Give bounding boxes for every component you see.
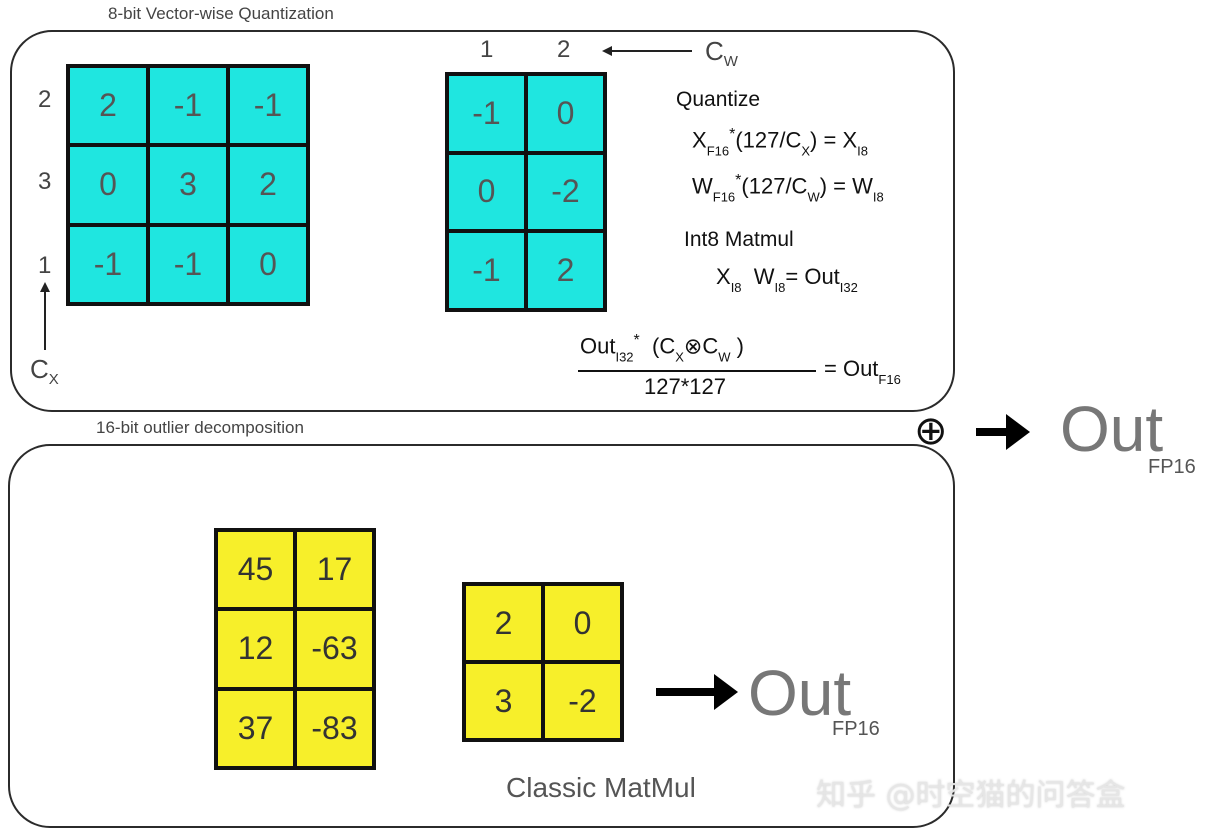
classic-matmul-caption: Classic MatMul [506,772,696,803]
quantize-w-equation: WF16*(127/CW) = WI8 [692,172,884,205]
bottom-right-arrow-icon [656,674,738,710]
final-out-label: Out [1060,393,1164,465]
cw-arrow-icon [602,46,692,56]
cw-value-1: 2 [557,36,571,63]
outlier-x-matrix: 45 17 12 -63 37 -83 [214,528,376,770]
outlier-x-cell: 17 [295,530,374,610]
x-matrix-cell: 0 [228,224,308,304]
outlier-x-cell: 12 [216,609,295,689]
x-matrix: 2 -1 -1 0 3 2 -1 -1 0 [66,64,310,306]
w-matrix-cell: 0 [526,74,605,153]
w-matrix-cell: -1 [447,231,526,310]
outlier-w-cell: 0 [543,584,622,662]
watermark-text: 知乎 @时空猫的问答盒 [816,778,1126,813]
outlier-w-cell: -2 [543,662,622,740]
bottom-panel [8,444,955,828]
cx-value-0: 2 [38,86,52,113]
top-panel [10,30,955,412]
int8-matmul-equation: XI8 WI8= OutI32 [716,264,858,295]
int8-heading: Int8 Matmul [684,228,794,251]
cw-label: CW [705,36,738,71]
bottom-out-subscript: FP16 [832,718,880,740]
outlier-x-cell: 45 [216,530,295,610]
x-matrix-cell: 3 [148,145,228,225]
dequant-denominator: 127*127 [644,374,726,399]
x-matrix-cell: 2 [68,66,148,146]
outlier-x-cell: -63 [295,609,374,689]
dequant-fraction-bar [578,370,816,372]
cx-value-1: 3 [38,168,52,195]
x-matrix-cell: -1 [228,66,308,146]
outlier-w-matrix: 2 0 3 -2 [462,582,624,742]
outlier-w-cell: 3 [464,662,543,740]
w-matrix-cell: -1 [447,74,526,153]
dequant-numerator: OutI32* (CX⊗CW ) [580,332,744,365]
w-matrix-cell: 0 [447,152,526,232]
x-matrix-cell: -1 [68,224,148,304]
quantize-x-equation: XF16*(127/CX) = XI8 [692,126,868,159]
outlier-x-cell: -83 [295,688,374,768]
cx-value-2: 1 [38,252,52,279]
outlier-x-cell: 37 [216,688,295,768]
x-matrix-cell: -1 [148,224,228,304]
x-matrix-cell: 2 [228,145,308,225]
w-matrix-cell: 2 [526,231,605,310]
outlier-w-cell: 2 [464,584,543,662]
dequant-result: = OutF16 [824,356,901,387]
top-section-title: 8-bit Vector-wise Quantization [108,4,334,23]
right-arrow-icon [976,414,1030,450]
cx-arrow-icon [40,282,50,350]
x-matrix-cell: -1 [148,66,228,146]
bottom-section-title: 16-bit outlier decomposition [96,418,304,437]
bottom-out-label: Out [748,657,852,729]
final-out-subscript: FP16 [1148,456,1196,478]
w-matrix: -1 0 0 -2 -1 2 [445,72,607,312]
w-matrix-cell: -2 [526,152,605,232]
cw-value-0: 1 [480,36,494,63]
cx-label: CX [30,354,59,389]
quantize-heading: Quantize [676,88,761,111]
x-matrix-cell: 0 [68,145,148,225]
